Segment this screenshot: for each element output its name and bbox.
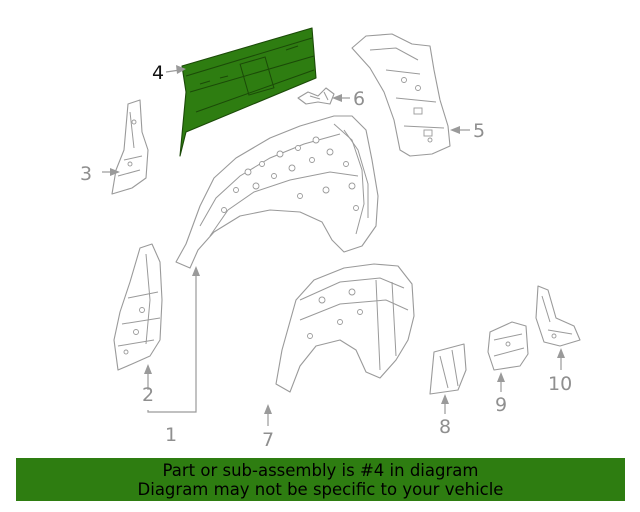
part-1-inner-quarter-panel[interactable] bbox=[175, 115, 379, 269]
leader-lines bbox=[102, 65, 565, 426]
part-6-clip[interactable] bbox=[297, 87, 335, 105]
part-2-lower-pillar[interactable] bbox=[113, 243, 163, 371]
part-8-small-panel[interactable] bbox=[429, 343, 467, 395]
part-5-rear-pillar[interactable] bbox=[351, 33, 451, 157]
callout-8[interactable]: 8 bbox=[439, 416, 451, 438]
callout-4[interactable]: 4 bbox=[152, 62, 164, 84]
callout-7[interactable]: 7 bbox=[262, 429, 274, 451]
banner-line-2: Diagram may not be specific to your vehi… bbox=[137, 480, 504, 499]
part-10-extension[interactable] bbox=[535, 285, 581, 347]
banner-line-1: Part or sub-assembly is #4 in diagram bbox=[162, 461, 479, 480]
part-7-wheelhouse[interactable] bbox=[275, 263, 415, 393]
callout-10[interactable]: 10 bbox=[548, 373, 572, 395]
part-4-highlighted-panel[interactable] bbox=[179, 27, 317, 157]
part-1-holes bbox=[221, 136, 359, 213]
part-3-pillar-bracket[interactable] bbox=[111, 99, 149, 195]
callout-6[interactable]: 6 bbox=[353, 88, 365, 110]
callout-3[interactable]: 3 bbox=[80, 163, 92, 185]
callout-labels: 1 2 3 4 5 6 7 8 9 10 bbox=[80, 62, 572, 451]
part-9-bracket[interactable] bbox=[487, 321, 529, 371]
callout-2[interactable]: 2 bbox=[142, 384, 154, 406]
callout-9[interactable]: 9 bbox=[495, 394, 507, 416]
info-banner: Part or sub-assembly is #4 in diagram Di… bbox=[16, 458, 625, 501]
callout-1[interactable]: 1 bbox=[165, 424, 177, 446]
callout-5[interactable]: 5 bbox=[473, 120, 485, 142]
